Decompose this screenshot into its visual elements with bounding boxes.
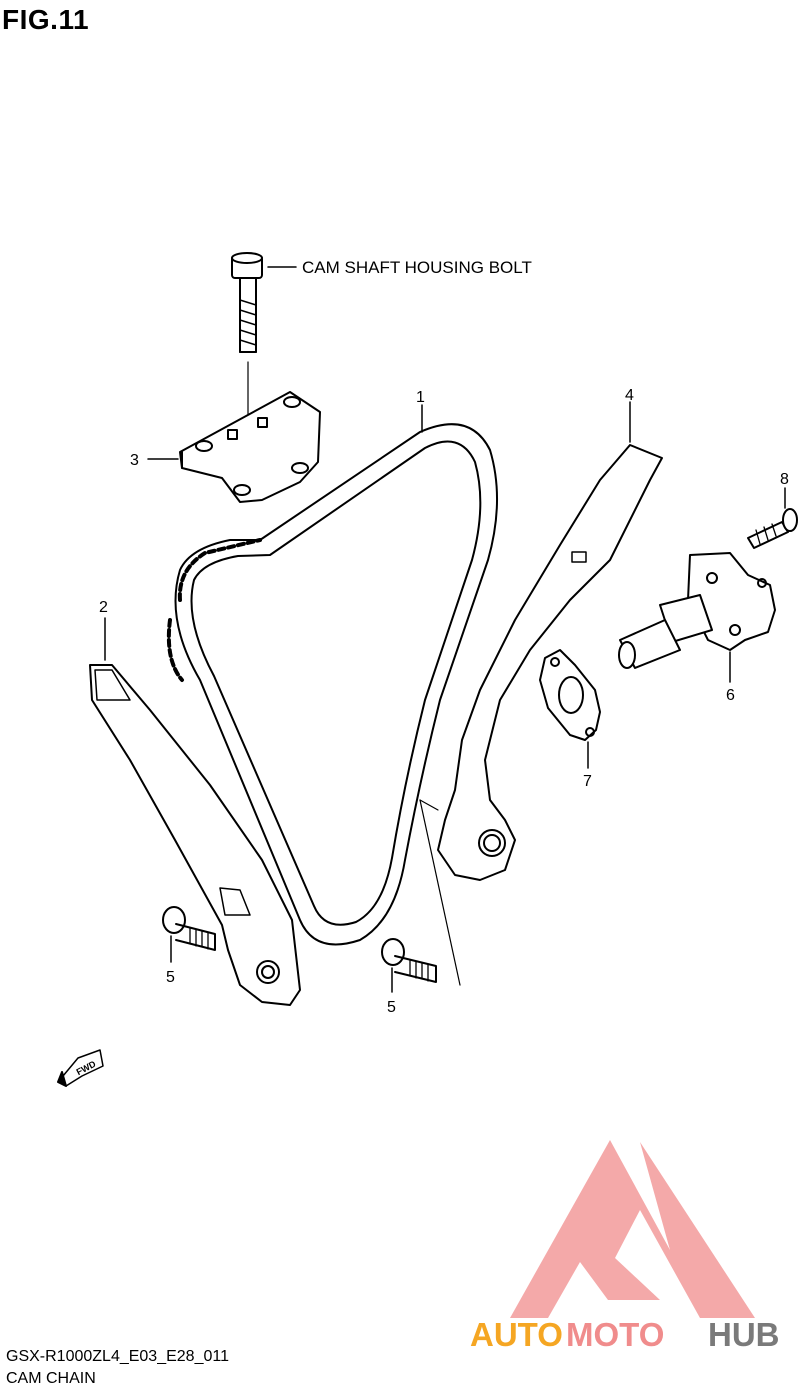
part-ref-5-left: 5	[166, 969, 175, 986]
part-ref-6: 6	[726, 687, 735, 704]
part-ref-7: 7	[583, 773, 592, 790]
part-8-bolt	[747, 487, 798, 549]
section-name: CAM CHAIN	[6, 1370, 96, 1387]
part-4-chain-guide	[437, 401, 663, 881]
part-ref-4: 4	[625, 387, 634, 404]
watermark-text-auto: AUTO	[470, 1316, 563, 1353]
part-ref-1: 1	[416, 389, 425, 406]
watermark-text-hub: HUB	[708, 1316, 780, 1353]
part-7-gasket	[539, 649, 601, 769]
watermark-text-moto: MOTO	[566, 1316, 664, 1353]
part-6-tensioner-adjuster	[618, 552, 776, 683]
model-code: GSX-R1000ZL4_E03_E28_011	[6, 1348, 229, 1365]
part-ref-8: 8	[780, 471, 789, 488]
part-ref-2: 2	[99, 599, 108, 616]
part-5-pivot-bolt-right	[381, 938, 437, 993]
part-1-cam-chain	[166, 404, 499, 946]
fwd-direction-icon	[57, 1049, 104, 1087]
part-3-plate	[147, 391, 321, 503]
part-5-pivot-bolt-left	[162, 906, 216, 963]
watermark-logo-icon	[510, 1140, 755, 1318]
part-ref-3: 3	[130, 452, 139, 469]
figure-title: FIG.11	[2, 4, 90, 35]
cam-shaft-housing-bolt	[231, 252, 297, 491]
bolt-callout-label: CAM SHAFT HOUSING BOLT	[302, 258, 532, 277]
part-2-tensioner-guide	[89, 617, 301, 1006]
part-ref-5-right: 5	[387, 999, 396, 1016]
